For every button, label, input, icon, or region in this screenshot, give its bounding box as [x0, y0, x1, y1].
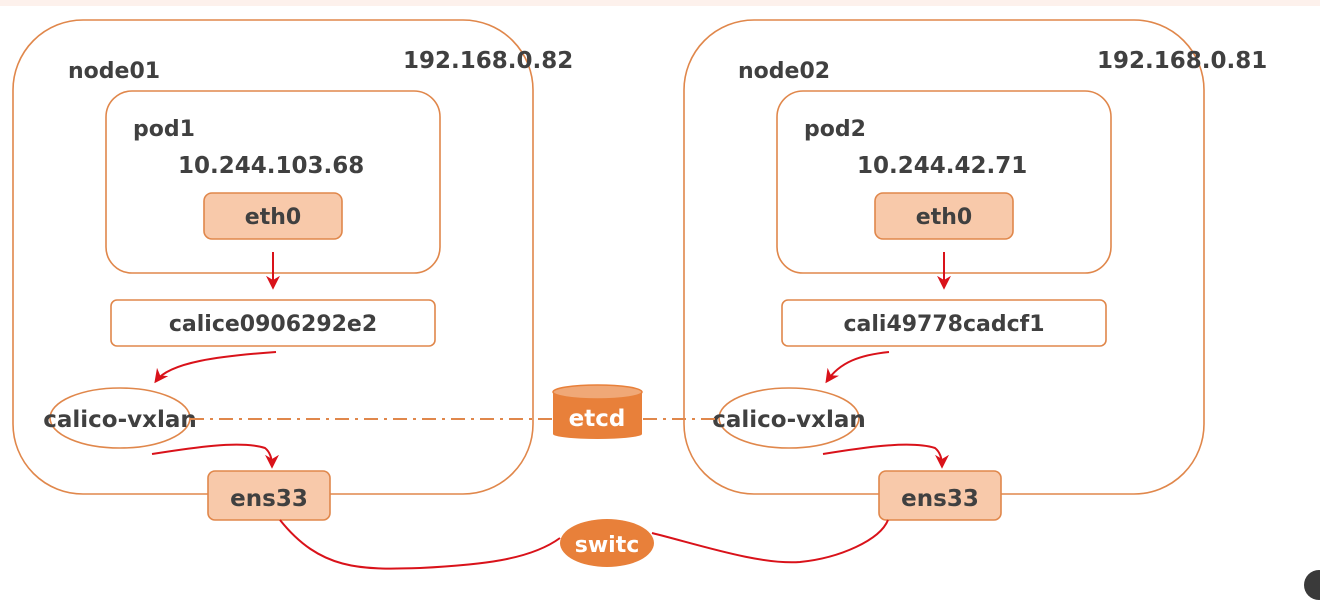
network-diagram: node01 192.168.0.82 pod1 10.244.103.68 e…: [12, 19, 1267, 570]
veth-2[interactable]: [781, 299, 1107, 347]
node-01: node01 192.168.0.82 pod1 10.244.103.68 e…: [12, 19, 573, 521]
nic-1-label: ens33: [230, 486, 308, 512]
veth-1[interactable]: [110, 299, 436, 347]
pod-1-ip: 10.244.103.68: [178, 153, 364, 179]
arrow-vxlan-to-nic-2: [822, 443, 949, 469]
arrow-veth-to-vxlan-1: [154, 351, 277, 384]
nic-1[interactable]: [207, 470, 331, 521]
switch-label: switc: [575, 533, 640, 558]
veth-2-label: cali49778cadcf1: [843, 312, 1044, 337]
wire-nic1-to-switch: [279, 519, 561, 570]
node-01-name: node01: [68, 59, 160, 84]
pod-2-name: pod2: [804, 117, 866, 142]
vxlan-2-label: calico-vxlan: [712, 407, 866, 433]
top-banner: [0, 0, 1320, 6]
pod-1-eth0-label: eth0: [245, 205, 301, 230]
node-02-ip: 192.168.0.81: [1097, 48, 1267, 74]
nic-2[interactable]: [878, 470, 1002, 521]
pod-1-name: pod1: [133, 117, 195, 142]
node-02-name: node02: [738, 59, 830, 84]
arrow-vxlan-to-nic-1: [151, 443, 279, 469]
nic-2-label: ens33: [901, 486, 979, 512]
node-01-ip: 192.168.0.82: [403, 48, 573, 74]
pod-2-eth0[interactable]: [874, 192, 1014, 240]
switch[interactable]: switc: [560, 519, 654, 567]
etcd-label: etcd: [569, 406, 626, 432]
node-02: node02 192.168.0.81 pod2 10.244.42.71 et…: [683, 19, 1267, 521]
vxlan-1-label: calico-vxlan: [43, 407, 197, 433]
pod-2-ip: 10.244.42.71: [857, 153, 1027, 179]
arrow-veth-to-vxlan-2: [825, 351, 890, 384]
database-cylinder-icon: [552, 384, 643, 439]
pod-1-eth0[interactable]: [203, 192, 343, 240]
vxlan-2[interactable]: [718, 387, 860, 449]
switch-shape: [560, 519, 654, 567]
pod-2-eth0-label: eth0: [916, 205, 972, 230]
etcd-datastore[interactable]: etcd: [552, 384, 643, 439]
wire-switch-to-nic2: [651, 519, 889, 564]
veth-1-label: calice0906292e2: [169, 312, 377, 337]
